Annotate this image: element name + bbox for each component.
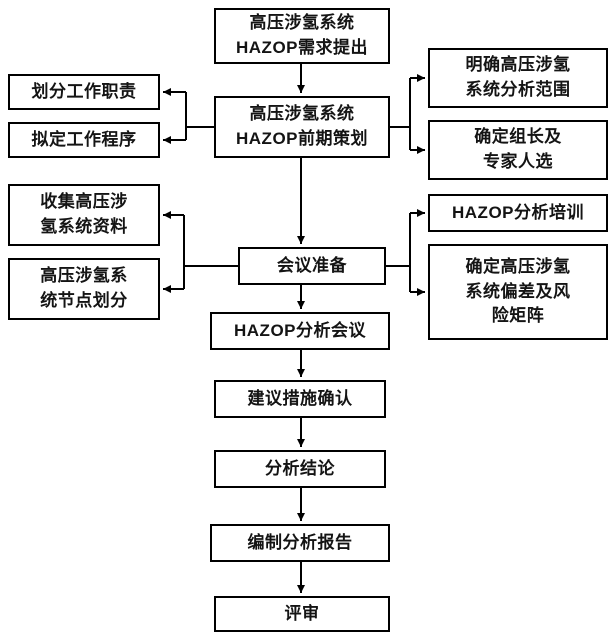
node-conclusion: 分析结论 <box>214 450 386 488</box>
node-deviation-matrix: 确定高压涉氢 系统偏差及风 险矩阵 <box>428 244 608 340</box>
node-duties: 划分工作职责 <box>8 74 160 110</box>
node-leader-experts: 确定组长及 专家人选 <box>428 120 608 180</box>
node-collect-data: 收集高压涉 氢系统资料 <box>8 184 160 246</box>
node-hazop-planning: 高压涉氢系统 HAZOP前期策划 <box>214 96 390 158</box>
node-analysis-scope: 明确高压涉氢 系统分析范围 <box>428 48 608 108</box>
node-hazop-demand: 高压涉氢系统 HAZOP需求提出 <box>214 8 390 64</box>
node-procedure: 拟定工作程序 <box>8 122 160 158</box>
node-hazop-meeting: HAZOP分析会议 <box>210 312 390 350</box>
node-hazop-training: HAZOP分析培训 <box>428 194 608 232</box>
node-node-division: 高压涉氢系 统节点划分 <box>8 258 160 320</box>
node-review: 评审 <box>214 596 390 632</box>
node-meeting-prep: 会议准备 <box>238 247 386 285</box>
node-measures-confirm: 建议措施确认 <box>214 380 386 418</box>
node-report: 编制分析报告 <box>210 524 390 562</box>
